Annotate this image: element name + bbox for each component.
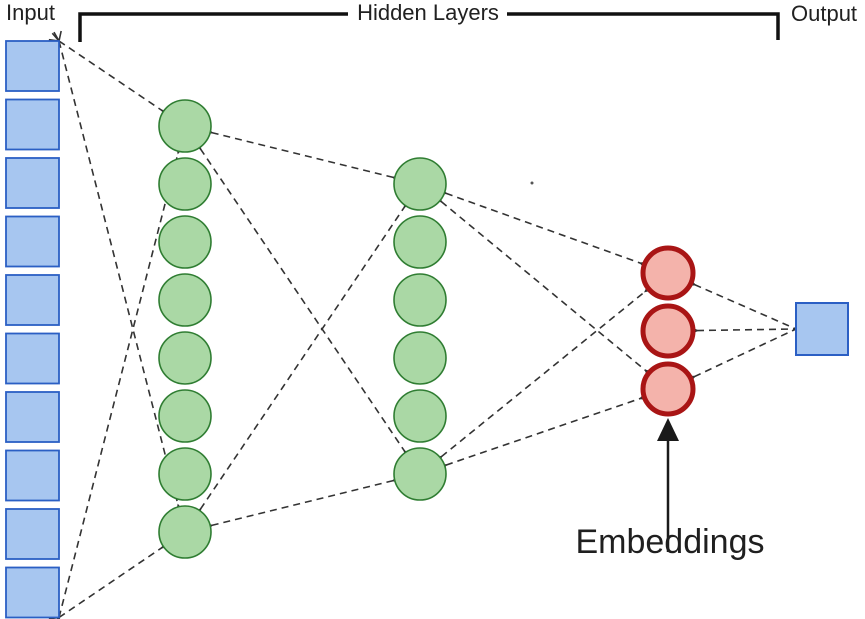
embedding-node <box>640 361 696 417</box>
hidden-layers-label: Hidden Layers <box>357 0 499 25</box>
connector-line <box>51 142 186 619</box>
input-node <box>5 566 60 619</box>
input-node <box>5 332 60 385</box>
input-node <box>5 98 60 151</box>
connector-layer <box>48 30 807 619</box>
connector-line <box>51 30 186 516</box>
hidden2-node <box>393 273 447 327</box>
annotation-layer <box>78 12 780 552</box>
embedding-node <box>640 303 696 359</box>
input-node <box>5 40 60 92</box>
hidden2-node <box>393 331 447 385</box>
connector-line <box>435 185 651 272</box>
hidden1-node <box>158 273 212 327</box>
connector-line <box>191 196 414 520</box>
connector-line <box>687 323 806 336</box>
hidden1-node <box>158 157 212 211</box>
input-node <box>5 391 60 443</box>
connector-line <box>201 473 404 533</box>
hidden2-node <box>393 447 447 501</box>
hidden1-node <box>158 331 212 385</box>
input-node <box>5 449 60 502</box>
connector-line <box>684 320 807 386</box>
embeddings-arrowhead <box>657 418 679 441</box>
connector-line <box>48 538 173 619</box>
input-node <box>5 215 60 268</box>
hidden2-node <box>393 157 447 211</box>
output-layer-label: Output <box>791 1 858 26</box>
connector-line <box>431 191 656 381</box>
input-layer-label: Input <box>6 0 55 25</box>
hidden1-node <box>158 215 212 269</box>
input-node <box>5 508 60 560</box>
hidden1-node <box>158 389 212 443</box>
connector-line <box>201 125 404 185</box>
connector-line <box>191 138 414 462</box>
input-node <box>5 157 60 209</box>
hidden2-node <box>393 389 447 443</box>
node-layer <box>5 40 849 619</box>
embeddings-label: Embeddings <box>575 523 765 561</box>
hidden2-node <box>393 215 447 269</box>
stray-dot <box>530 181 534 185</box>
connector-line <box>431 281 656 467</box>
connector-line <box>435 390 651 473</box>
embedding-node <box>640 245 696 301</box>
hidden1-node <box>158 99 212 153</box>
input-node <box>5 274 60 326</box>
hidden1-node <box>158 447 212 501</box>
output-node <box>795 302 849 356</box>
hidden-layers-bracket <box>78 12 780 42</box>
connector-line <box>684 276 807 338</box>
hidden1-node <box>158 505 212 559</box>
